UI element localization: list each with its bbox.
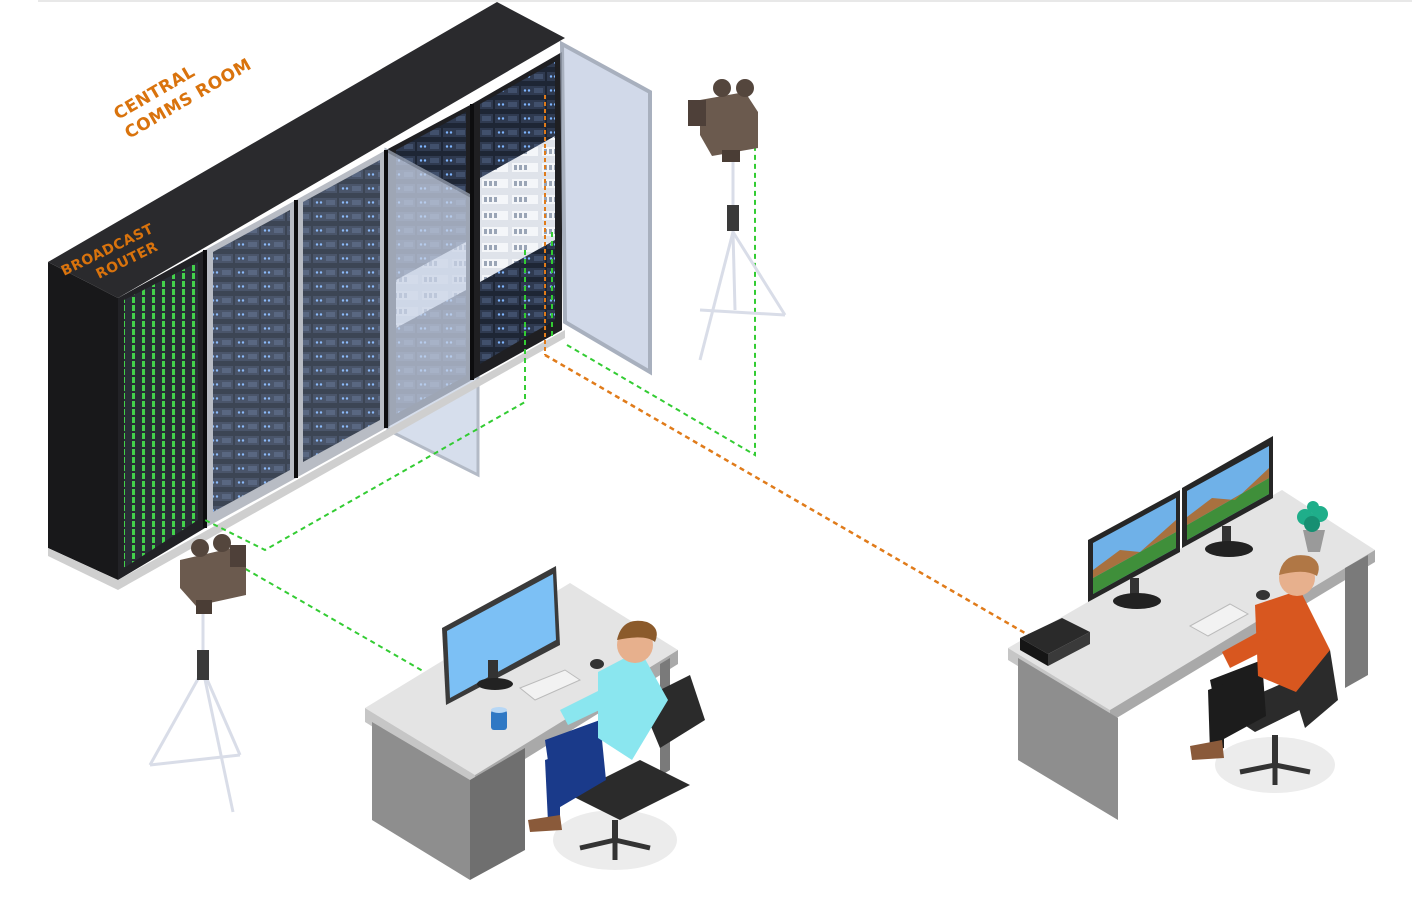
plant-icon [1297, 501, 1328, 552]
keyboard-icon [1188, 603, 1250, 637]
broadcast-router-rack [48, 262, 118, 580]
desk-end-right [1345, 555, 1368, 688]
monitor-icon [442, 566, 560, 705]
router-card-slots [124, 262, 198, 568]
mug-icon [491, 707, 507, 730]
rack-3-servers [303, 160, 380, 462]
operator-icon [528, 620, 668, 832]
monitor-icon [1088, 490, 1180, 609]
link-camera-left-to-monitor [229, 559, 443, 683]
rack-5-white-servers [480, 136, 555, 282]
desk-end-left [1018, 658, 1118, 820]
mouse-icon [1256, 590, 1270, 600]
tripod-icon [698, 160, 787, 361]
link-rack-to-workstation-1 [204, 250, 526, 552]
link-rack-to-camera-right [566, 140, 756, 457]
rack-3-glass [303, 160, 380, 462]
tripod-head [727, 205, 739, 231]
camera-right [688, 79, 787, 361]
desk-top [365, 583, 678, 775]
rack-2-glass [213, 210, 290, 512]
desk-pedestal [372, 722, 470, 880]
green-video-links [204, 140, 756, 683]
encoder-box-icon [1020, 618, 1090, 666]
camera-icon [688, 79, 758, 162]
rack-2-servers [213, 210, 290, 512]
monitor-icon [1182, 436, 1273, 557]
desk-side-right [1110, 550, 1375, 722]
desk-top [1008, 490, 1375, 710]
camera-icon [180, 534, 246, 614]
server-rack-row [48, 2, 652, 590]
rack-5-open-door [559, 40, 652, 376]
keyboard-icon [519, 669, 582, 701]
tripod-icon [148, 610, 242, 813]
central-comms-room-label: CENTRAL COMMS ROOM [111, 55, 256, 144]
workstation-remote [1008, 436, 1375, 820]
desk-pedestal-front [470, 748, 525, 880]
tripod-head [197, 650, 209, 680]
workstation-center [365, 566, 705, 880]
office-chair-icon [1215, 650, 1338, 793]
operator-icon [1190, 555, 1330, 760]
mouse-icon [590, 659, 604, 669]
orange-link-rack-to-remote-desk [544, 353, 1031, 638]
camera-left [148, 534, 246, 813]
rack-row-top [48, 2, 565, 298]
